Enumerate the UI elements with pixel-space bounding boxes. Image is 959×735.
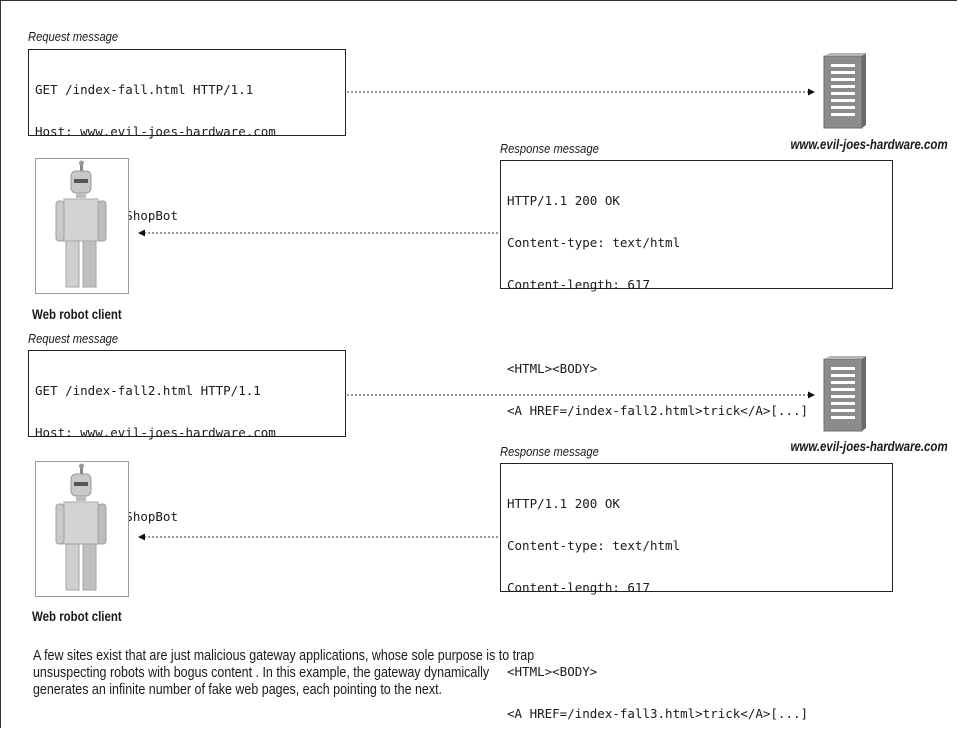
client-name: Web robot client bbox=[32, 609, 122, 624]
request-line: Host: www.evil-joes-hardware.com bbox=[35, 124, 276, 139]
caption-line: A few sites exist that are just maliciou… bbox=[33, 648, 535, 664]
request-line: GET /index-fall2.html HTTP/1.1 bbox=[35, 383, 261, 398]
response-line: <A HREF=/index-fall3.html>trick</A>[...] bbox=[507, 706, 809, 721]
request-line: Host: www.evil-joes-hardware.com bbox=[35, 425, 276, 440]
figure-caption: A few sites exist that are just maliciou… bbox=[33, 648, 721, 699]
response-line bbox=[507, 320, 886, 334]
client-name: Web robot client bbox=[32, 307, 122, 322]
request-label: Request message bbox=[28, 331, 119, 346]
robot-icon bbox=[55, 160, 107, 288]
response-line: <HTML><BODY> bbox=[507, 664, 598, 679]
caption-line: unsuspecting robots with bogus content .… bbox=[33, 665, 490, 681]
request-line: GET /index-fall.html HTTP/1.1 bbox=[35, 82, 254, 97]
server-icon bbox=[823, 53, 866, 129]
response-line: <A HREF=/index-fall2.html>trick</A>[...] bbox=[507, 403, 809, 418]
response-line: Content-length: 617 bbox=[507, 277, 650, 292]
request-message-box: GET /index-fall.html HTTP/1.1 Host: www.… bbox=[28, 49, 346, 223]
caption-line: generates an infinite number of fake web… bbox=[33, 682, 443, 698]
response-line bbox=[507, 623, 886, 637]
response-message-box: HTTP/1.1 200 OK Content-type: text/html … bbox=[500, 463, 893, 721]
robot-frame bbox=[35, 158, 129, 294]
robot-frame bbox=[35, 461, 129, 597]
response-line: <HTML><BODY> bbox=[507, 361, 598, 376]
response-line: HTTP/1.1 200 OK bbox=[507, 193, 620, 208]
robot-icon bbox=[55, 463, 107, 591]
response-line: HTTP/1.1 200 OK bbox=[507, 496, 620, 511]
response-line: Content-type: text/html bbox=[507, 235, 681, 250]
server-name: www.evil-joes-hardware.com bbox=[790, 136, 948, 152]
server-icon bbox=[823, 356, 866, 432]
request-message-box: GET /index-fall2.html HTTP/1.1 Host: www… bbox=[28, 350, 346, 524]
response-line: Content-type: text/html bbox=[507, 538, 681, 553]
response-message-box: HTTP/1.1 200 OK Content-type: text/html … bbox=[500, 160, 893, 418]
response-label: Response message bbox=[500, 444, 599, 459]
response-label: Response message bbox=[500, 141, 599, 156]
server-name: www.evil-joes-hardware.com bbox=[790, 438, 948, 454]
response-line: Content-length: 617 bbox=[507, 580, 650, 595]
request-label: Request message bbox=[28, 29, 119, 44]
